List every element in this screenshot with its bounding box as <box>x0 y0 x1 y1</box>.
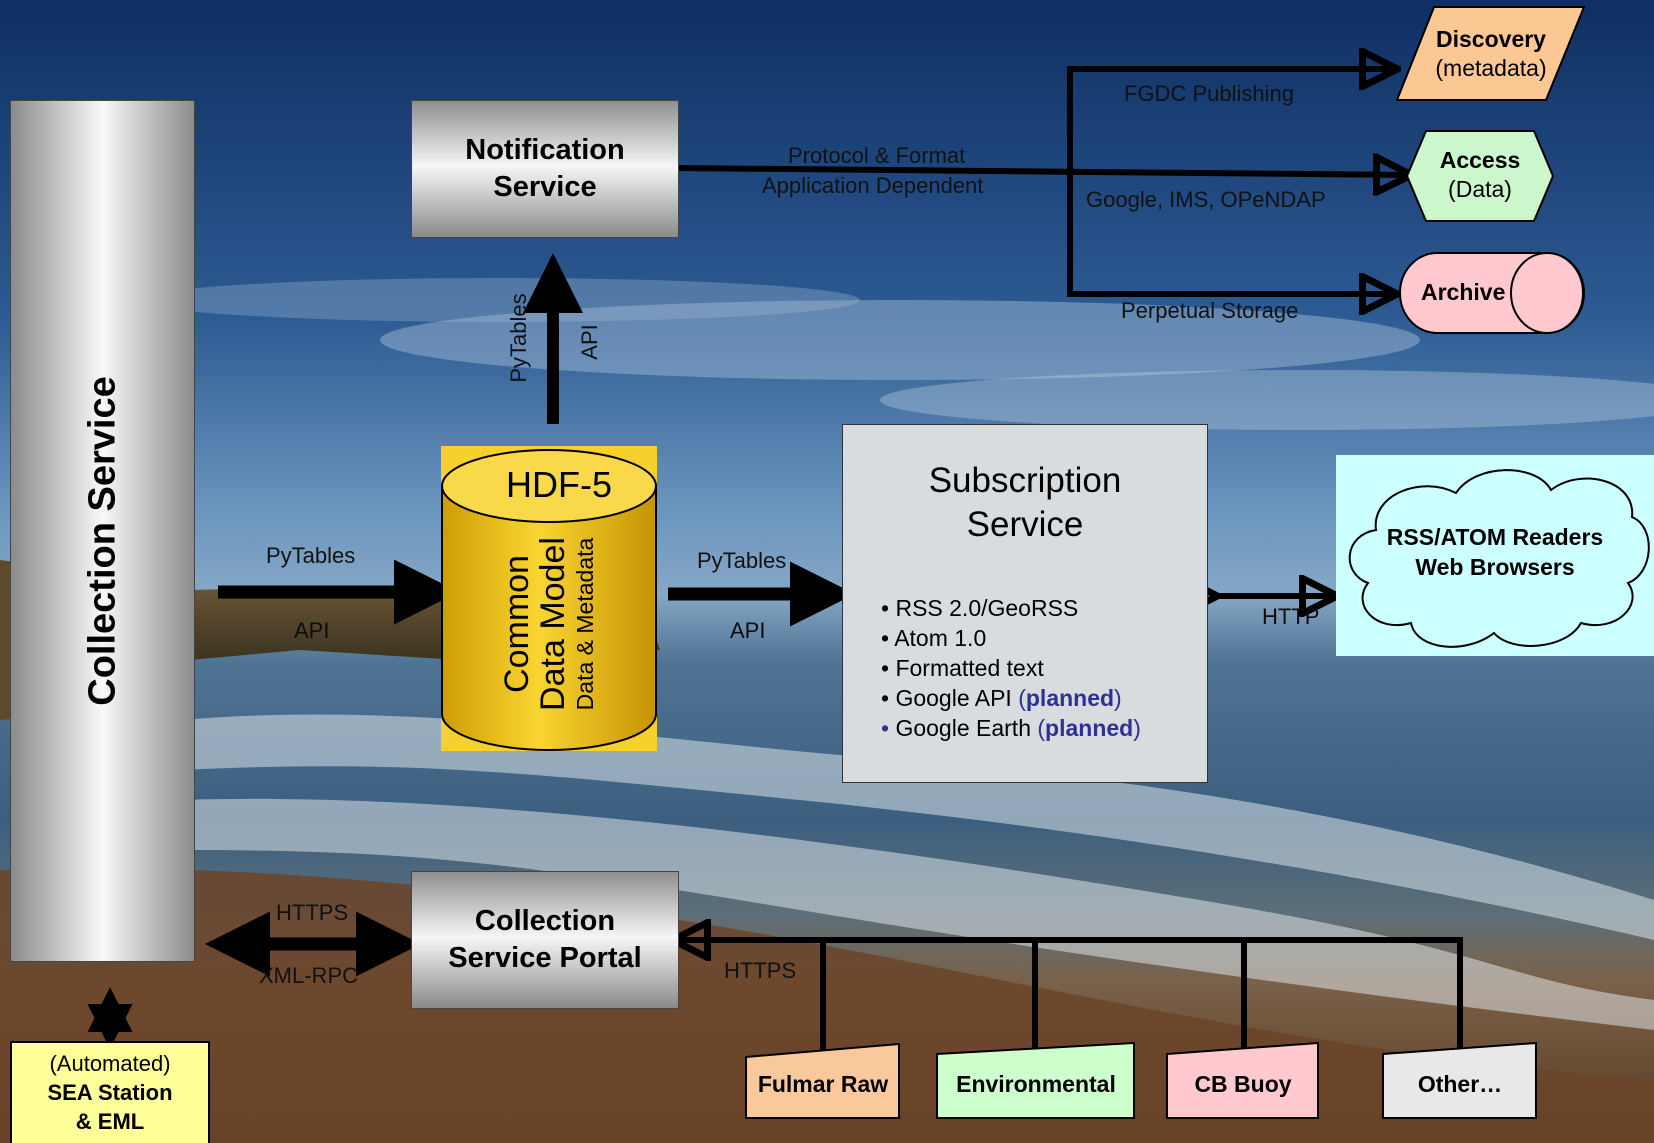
collection-service-label: Collection Service <box>81 376 124 706</box>
label-google: Google, IMS, OPeNDAP <box>1086 187 1326 212</box>
arrow-notification-to-access <box>677 168 1408 175</box>
notification-line2: Service <box>493 171 597 203</box>
label-api-mid: API <box>730 618 766 643</box>
discovery-label: Discovery (metadata) <box>1416 16 1566 91</box>
sea-station-line3: & EML <box>75 1109 145 1134</box>
label-pytables-up: PyTables <box>506 293 531 383</box>
source-label: Fulmar Raw <box>757 1071 889 1097</box>
hdf5-cylinder[interactable]: HDF-5 Common Data Model Data & Metadata <box>441 446 657 751</box>
readers-text: RSS/ATOM Readers Web Browsers <box>1336 522 1654 582</box>
hdf5-line3: Data & Metadata <box>572 537 598 711</box>
portal-line1: Collection <box>474 905 616 937</box>
access-title: Access <box>1439 147 1521 173</box>
collection-service-bar[interactable]: Collection Service <box>10 100 195 962</box>
document-icon <box>1166 1042 1319 1119</box>
subscription-service-box[interactable]: Subscription Service • RSS 2.0/GeoRSS • … <box>842 424 1208 783</box>
document-icon <box>936 1042 1135 1119</box>
label-protocol-line2: Application Dependent <box>762 173 984 198</box>
subscription-item: • RSS 2.0/GeoRSS <box>881 595 1079 621</box>
subscription-item: • Google API (planned) <box>881 685 1122 711</box>
hdf5-cylinder-shape <box>441 449 657 751</box>
subscription-features-list: • RSS 2.0/GeoRSS • Atom 1.0 • Formatted … <box>881 593 1141 743</box>
collection-service-portal-box[interactable]: Collection Service Portal <box>411 871 679 1009</box>
source-fulmar-raw[interactable]: Fulmar Raw <box>745 1043 901 1119</box>
subscription-item: • Formatted text <box>881 655 1044 681</box>
subscription-item: • Atom 1.0 <box>881 625 987 651</box>
sea-station-box[interactable]: (Automated) SEA Station & EML <box>10 1041 210 1143</box>
subscription-title: Subscription Service <box>843 459 1207 547</box>
label-http: HTTP <box>1262 604 1320 629</box>
source-other[interactable]: Other… <box>1382 1042 1538 1119</box>
archive-shape[interactable] <box>1397 252 1585 334</box>
label-pytables-mid: PyTables <box>697 548 787 573</box>
source-label: Other… <box>1417 1071 1503 1097</box>
archive-label: Archive <box>1421 279 1506 305</box>
readers-line2: Web Browsers <box>1415 554 1575 580</box>
document-icon <box>1382 1042 1537 1119</box>
hdf5-line2: Data Model <box>534 537 572 711</box>
source-label: CB Buoy <box>1194 1071 1292 1097</box>
hdf5-line1: Common <box>498 555 536 693</box>
label-https-left: HTTPS <box>276 900 349 925</box>
sea-station-line2: SEA Station <box>47 1080 173 1105</box>
label-https-sources: HTTPS <box>724 958 797 983</box>
label-api-up: API <box>577 324 602 360</box>
label-xmlrpc: XML-RPC <box>259 963 359 988</box>
portal-line2: Service Portal <box>448 942 642 974</box>
document-icon <box>745 1043 900 1119</box>
access-sub: (Data) <box>1448 176 1512 202</box>
readers-line1: RSS/ATOM Readers <box>1386 524 1604 550</box>
readers-cloud-icon <box>1348 469 1650 648</box>
label-fgdc: FGDC Publishing <box>1124 81 1294 106</box>
label-api-left: API <box>294 618 330 643</box>
label-protocol-line1: Protocol & Format <box>788 143 966 168</box>
discovery-sub: (metadata) <box>1435 54 1547 81</box>
readers-panel[interactable]: RSS/ATOM Readers Web Browsers <box>1336 455 1654 656</box>
source-environmental[interactable]: Environmental <box>936 1042 1136 1119</box>
subscription-item: • Google Earth (planned) <box>881 715 1141 741</box>
notification-line1: Notification <box>465 134 625 166</box>
discovery-title: Discovery <box>1436 25 1546 52</box>
source-cb-buoy[interactable]: CB Buoy <box>1166 1042 1320 1119</box>
label-pytables-left: PyTables <box>266 543 356 568</box>
sea-station-line1: (Automated) <box>49 1051 171 1076</box>
access-shape[interactable] <box>1406 130 1554 222</box>
hdf5-body-text: Common Data Model Data & Metadata <box>498 537 599 711</box>
discovery-shape[interactable] <box>1396 6 1586 101</box>
access-label: Access (Data) <box>1406 137 1554 213</box>
notification-service-box[interactable]: Notification Service <box>411 100 679 238</box>
label-perpetual: Perpetual Storage <box>1121 298 1299 323</box>
subscription-line1: Subscription <box>928 461 1122 500</box>
source-label: Environmental <box>956 1071 1116 1097</box>
subscription-line2: Service <box>966 505 1084 544</box>
hdf5-title: HDF-5 <box>506 464 612 505</box>
